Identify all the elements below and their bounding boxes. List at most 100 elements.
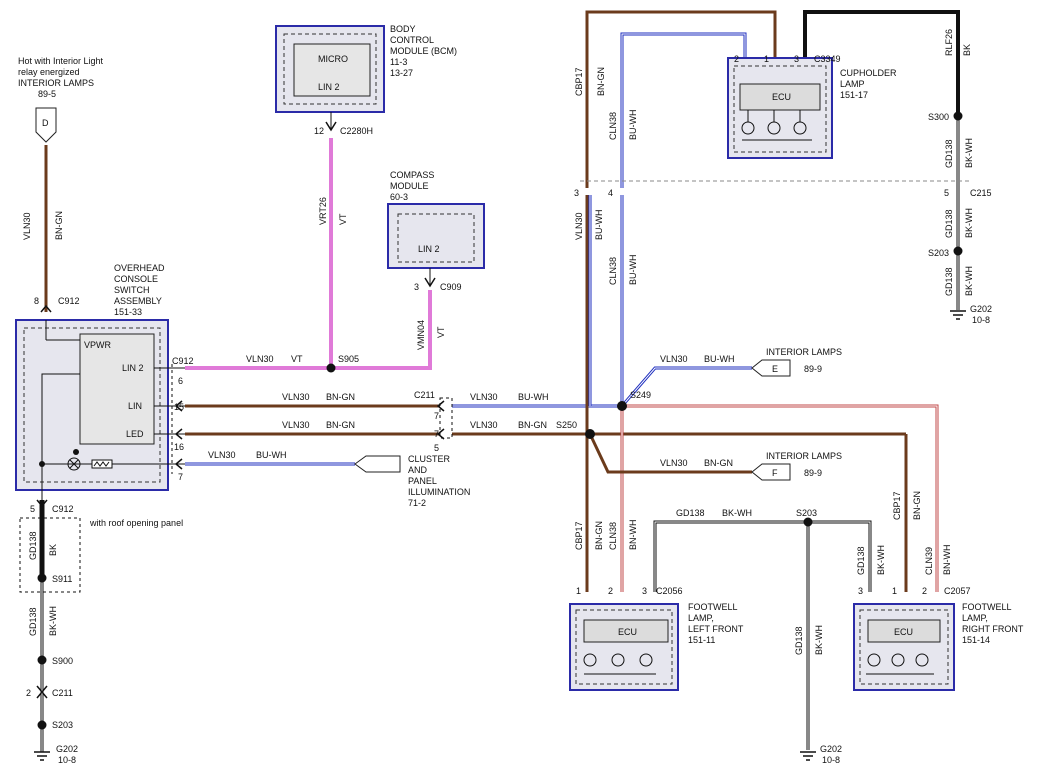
source-line-2: relay energized: [18, 67, 80, 77]
wire-gd138-footwell: [653, 520, 872, 592]
label-vt2: VT: [436, 326, 446, 338]
c215-pin-3: 3: [574, 188, 579, 198]
label-cbp17-top: CBP17: [574, 67, 584, 96]
cluster-title-3: PANEL: [408, 476, 437, 486]
c215-pin-4: 4: [608, 188, 613, 198]
label-bkwh-c: BK-WH: [964, 266, 974, 296]
roof-opening-box: [19, 517, 81, 593]
label-vln30-bngn-a: VLN30: [282, 392, 310, 402]
cupholder-pin-3: 3: [794, 54, 799, 64]
label-vln30-left: VLN30: [22, 212, 32, 240]
footwell-left-pin-1: 1: [576, 586, 581, 596]
wire-to-interior-e: [620, 366, 752, 407]
label-g202-right: G202: [970, 304, 992, 314]
label-gd138-fr: GD138: [856, 546, 866, 575]
label-buwh-r: BU-WH: [518, 392, 549, 402]
right-top-circuit: RLF26 BK S300 GD138 BK-WH 5 C215 GD138 B…: [928, 29, 992, 325]
compass-module: COMPASS MODULE 60-3 LIN 2 3 C909 VMN04 V…: [387, 170, 485, 350]
cupholder-ecu-label: ECU: [772, 92, 791, 102]
footwell-right-led-icons: [866, 653, 934, 675]
label-cln38-fl: CLN38: [608, 522, 618, 550]
bcm-pin: 12: [314, 126, 324, 136]
label-gd138-bkwh: GD138: [28, 607, 38, 636]
splice-s905: [326, 363, 336, 373]
label-vln30-buwh-cl: VLN30: [208, 450, 236, 460]
footwell-right-title-3: RIGHT FRONT: [962, 624, 1024, 634]
compass-box: [387, 203, 485, 269]
splices: [37, 111, 963, 730]
connector-d-letter: D: [42, 118, 49, 128]
label-vln30-e: VLN30: [660, 354, 688, 364]
interior-f-letter: F: [772, 468, 778, 478]
interior-e-letter: E: [772, 364, 778, 374]
label-vln30-bngn-r: VLN30: [470, 420, 498, 430]
label-bngn-f: BN-GN: [704, 458, 733, 468]
overhead-title-2: CONSOLE: [114, 274, 158, 284]
label-buwh-center-2: BU-WH: [628, 255, 638, 286]
label-vln30-f: VLN30: [660, 458, 688, 468]
source-line-4: 89-5: [38, 89, 56, 99]
label-bkwh-left: BK-WH: [48, 606, 58, 636]
label-bngn-r: BN-GN: [518, 420, 547, 430]
top-left-source: Hot with Interior Light relay energized …: [18, 56, 104, 240]
label-bkwh-mid: BK-WH: [814, 625, 824, 655]
footwell-right: CBP17 BN-GN GD138 BK-WH CLN39 BN-WH 3 1 …: [853, 491, 1024, 691]
label-bngn-b: BN-GN: [326, 420, 355, 430]
label-s203-right: S203: [928, 248, 949, 258]
footwell-left-connector: C2056: [656, 586, 683, 596]
interior-f-title: INTERIOR LAMPS: [766, 451, 842, 461]
label-g202-mid: G202: [820, 744, 842, 754]
label-bngn-a: BN-GN: [326, 392, 355, 402]
label-vmn04: VMN04: [416, 320, 426, 350]
bcm-lin-label: LIN 2: [318, 82, 340, 92]
source-line-3: INTERIOR LAMPS: [18, 78, 94, 88]
label-gd138-a: GD138: [944, 139, 954, 168]
ground-icon: [800, 751, 816, 761]
overhead-pin-15: 15: [174, 402, 184, 412]
overhead-pin-7: 7: [178, 472, 183, 482]
label-cln38-center: CLN38: [608, 257, 618, 285]
label-g202-left-ref: 10-8: [58, 755, 76, 765]
overhead-lin2: LIN 2: [122, 363, 144, 373]
splice-s900: [37, 655, 47, 665]
label-c211: C211: [414, 390, 435, 400]
splice-s249: [617, 401, 627, 411]
bcm-micro-label: MICRO: [318, 54, 348, 64]
label-s203-mid: S203: [796, 508, 817, 518]
label-s250: S250: [556, 420, 577, 430]
label-bnwh-fl: BN-WH: [628, 520, 638, 551]
cupholder-connector: C3349: [814, 54, 841, 64]
overhead-title-4: ASSEMBLY: [114, 296, 162, 306]
overhead-bottom-connector: C912: [52, 504, 74, 514]
footwell-right-pin-2: 2: [922, 586, 927, 596]
splice-s203-right: [953, 246, 963, 256]
label-bk-left: BK: [48, 544, 58, 556]
c211-pin-5: 5: [434, 443, 439, 453]
wire-rlf26: [803, 10, 960, 116]
bcm-connector: C2280H: [340, 126, 373, 136]
bcm-title-2: CONTROL: [390, 35, 434, 45]
ground-icon: [950, 310, 966, 320]
label-gd138-mid: GD138: [794, 626, 804, 655]
footwell-right-pin-3: 3: [858, 586, 863, 596]
overhead-title-3: SWITCH: [114, 285, 150, 295]
wire-to-interior-f: [588, 433, 752, 474]
compass-title-3: 60-3: [390, 192, 408, 202]
label-g202-left: G202: [56, 744, 78, 754]
cupholder-title-1: CUPHOLDER: [840, 68, 897, 78]
led-icon: [639, 653, 653, 667]
label-cbp17-left: CBP17: [574, 521, 584, 550]
overhead-bottom-pin: 5: [30, 504, 35, 514]
label-vrt26: VRT26: [318, 197, 328, 225]
bcm-title-4: 11-3: [390, 57, 407, 67]
overhead-led: LED: [126, 429, 144, 439]
label-bngn-right: BN-GN: [912, 491, 922, 520]
label-rlf26: RLF26: [944, 29, 954, 56]
compass-title-2: MODULE: [390, 181, 429, 191]
footwell-right-title-4: 151-14: [962, 635, 990, 645]
label-bngn-fl: BN-GN: [594, 521, 604, 550]
footwell-right-box: [853, 603, 955, 691]
label-cln38-top: CLN38: [608, 112, 618, 140]
label-s249: S249: [630, 390, 651, 400]
splice-s911: [37, 573, 47, 583]
